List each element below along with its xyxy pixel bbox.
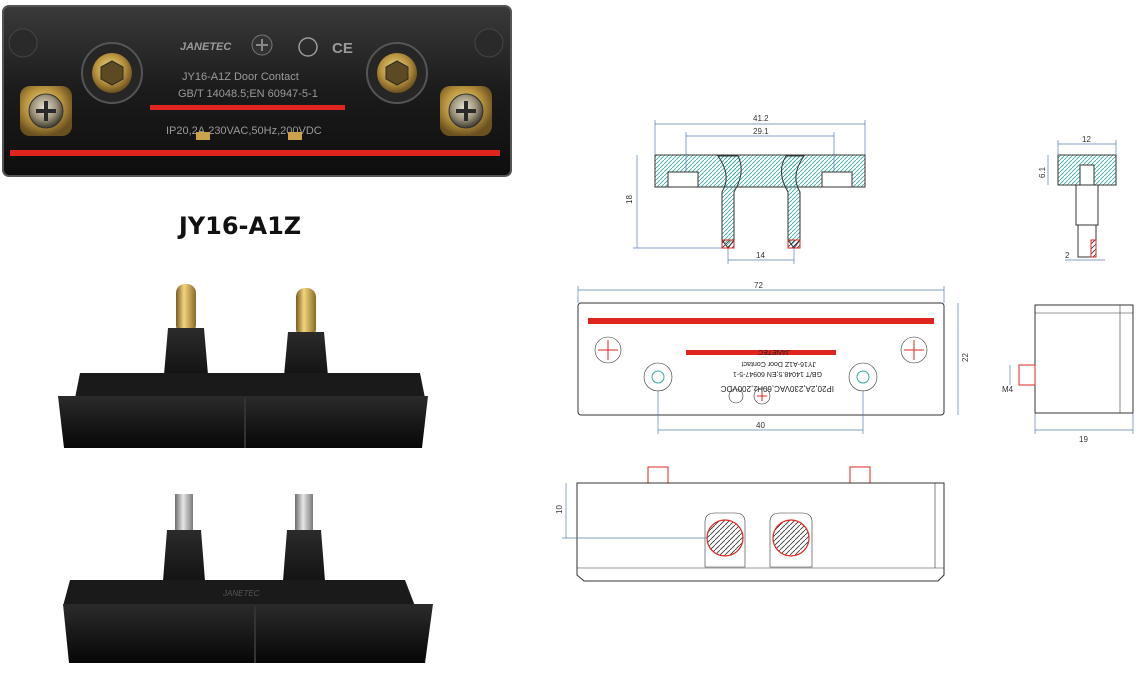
socket-nut-right — [366, 42, 428, 104]
flat-pin-product-photo: JANETEC — [63, 494, 433, 663]
photo-label-line1: JY16-A1Z Door Contact — [182, 71, 299, 83]
ce-mark-icon: CE — [332, 40, 353, 57]
dim-bottom-height: 10 — [555, 505, 564, 514]
top-view-label: IP20,2A,230VAC,60Hz,200VDC GB/T 14048.5;… — [721, 348, 834, 393]
dim-right-depth: 19 — [1079, 435, 1088, 444]
bottom-view — [562, 466, 945, 582]
dim-top-height: 22 — [961, 353, 970, 362]
dim-inner-width: 29.1 — [753, 127, 769, 136]
red-stripe-upper — [150, 105, 345, 110]
brand-marking: JANETEC — [180, 41, 232, 53]
right-side-view — [1009, 304, 1134, 434]
dim-side-width: 12 — [1082, 135, 1091, 144]
top-view-label-line2: GB/T 14048.5;EN 60947-5-1 — [733, 370, 822, 377]
top-view — [577, 286, 959, 434]
socket-nut-left — [81, 42, 143, 104]
top-view-label-line3: JY16-A1Z Door Contact — [742, 360, 816, 367]
brand-embossing: JANETEC — [222, 589, 260, 598]
screw-terminal-left — [20, 86, 72, 136]
dim-overall-width: 41.2 — [753, 114, 769, 123]
dim-side-pin-width: 2 — [1065, 251, 1070, 260]
technical-drawing: 41.2 29.1 18 14 12 6.1 2 — [555, 114, 1134, 582]
screw-terminal-right — [440, 86, 492, 136]
dim-side-height: 6.1 — [1038, 166, 1047, 178]
photo-label-line2: GB/T 14048.5;EN 60947-5-1 — [178, 88, 318, 100]
dim-pin-label: M4 — [1002, 385, 1014, 394]
dim-pin-spacing: 14 — [756, 251, 765, 260]
top-product-photo: JANETEC CE JY16-A1Z Door Contact GB/T 14… — [2, 5, 512, 177]
red-stripe-lower — [10, 150, 500, 156]
top-view-brand: JANETEC — [757, 348, 791, 355]
top-view-label-line1: IP20,2A,230VAC,60Hz,200VDC — [721, 384, 834, 393]
product-model-title: JY16-A1Z — [178, 212, 302, 240]
side-view — [1047, 140, 1117, 261]
ccc-mark-icon — [298, 37, 318, 57]
dim-front-height: 18 — [625, 195, 634, 204]
dim-hole-spacing: 40 — [756, 421, 765, 430]
round-pin-product-photo — [58, 284, 428, 448]
front-view — [633, 120, 866, 264]
dim-top-length: 72 — [754, 281, 763, 290]
